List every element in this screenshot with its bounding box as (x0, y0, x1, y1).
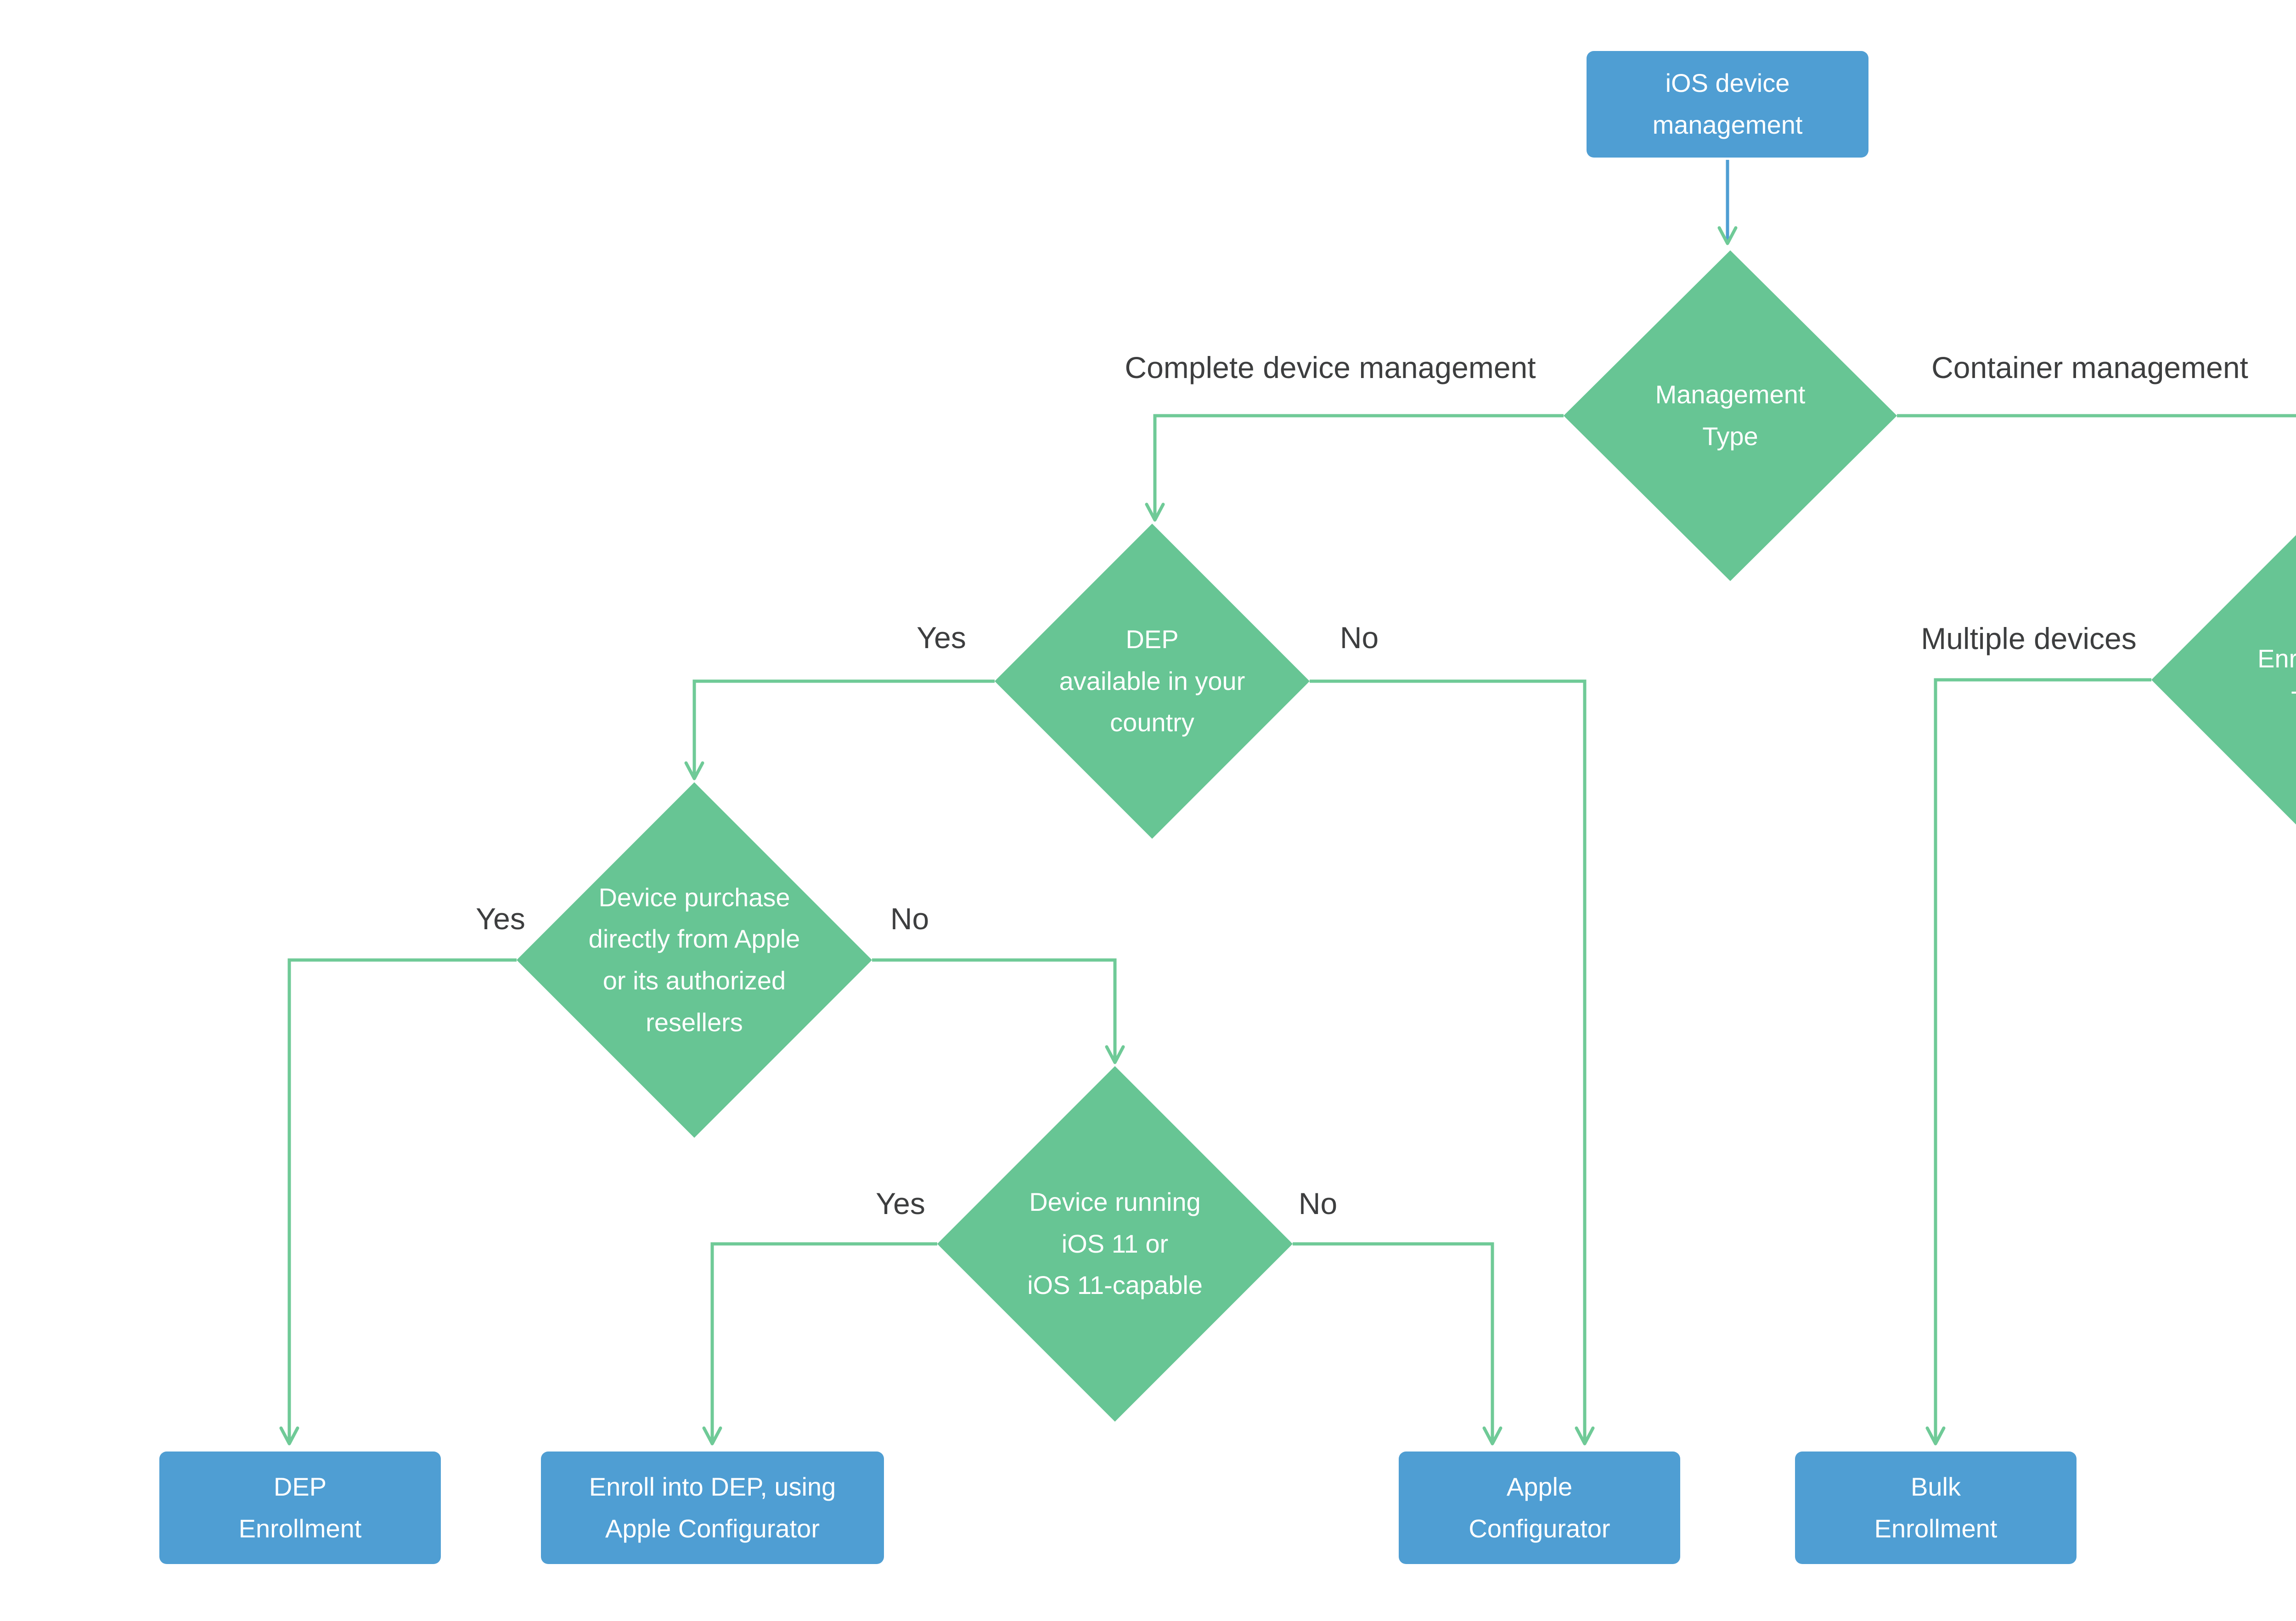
edge-enrollment-multiple-to-bulk (1925, 678, 2151, 1446)
edge-purchase-no-to-ios11 (872, 958, 1125, 1064)
edge-label-purchase-no: No (890, 902, 929, 936)
node-label: Enrollment Type (2257, 644, 2296, 715)
node-bulk-enrollment: Bulk Enrollment (1795, 1452, 2077, 1564)
edge-ios11-no-to-apple-configurator (1293, 1242, 1503, 1446)
node-label: Device running iOS 11 or iOS 11-capable (1027, 1187, 1203, 1300)
edge-management-to-enrollment-type (1897, 414, 2296, 418)
node-label: iOS device management (1652, 68, 1803, 139)
node-label: Enroll into DEP, using Apple Configurato… (589, 1472, 836, 1543)
node-label: Device purchase directly from Apple or i… (588, 882, 800, 1037)
edge-label-dep-yes: Yes (917, 621, 966, 655)
edge-label-container-management: Container management (1931, 350, 2248, 384)
edge-label-ios11-yes: Yes (876, 1186, 925, 1220)
node-label: Management Type (1655, 380, 1806, 451)
node-dep-enrollment: DEP Enrollment (159, 1452, 441, 1564)
edge-dep-yes-to-device-purchase (684, 679, 995, 780)
node-enroll-into-dep: Enroll into DEP, using Apple Configurato… (541, 1452, 884, 1564)
node-label: DEP available in your country (1059, 624, 1245, 737)
edge-dep-no-to-apple-configurator (1310, 679, 1595, 1446)
node-apple-configurator: Apple Configurator (1399, 1452, 1680, 1564)
edge-purchase-yes-to-dep-enrollment (279, 958, 517, 1446)
node-label: Bulk Enrollment (1874, 1472, 1998, 1543)
edge-label-multiple-devices: Multiple devices (1921, 621, 2137, 655)
edge-label-dep-no: No (1339, 621, 1379, 655)
node-label: Apple Configurator (1469, 1472, 1610, 1543)
node-label: DEP Enrollment (238, 1472, 362, 1543)
node-ios-device-management: iOS device management (1587, 51, 1868, 158)
edge-label-purchase-yes: Yes (476, 902, 525, 936)
edge-ios11-yes-to-enroll-into-dep (702, 1242, 937, 1446)
edge-label-complete-device-management: Complete device management (1125, 350, 1536, 384)
edge-label-ios11-no: No (1298, 1186, 1338, 1220)
edge-management-to-dep-available (1145, 414, 1564, 522)
